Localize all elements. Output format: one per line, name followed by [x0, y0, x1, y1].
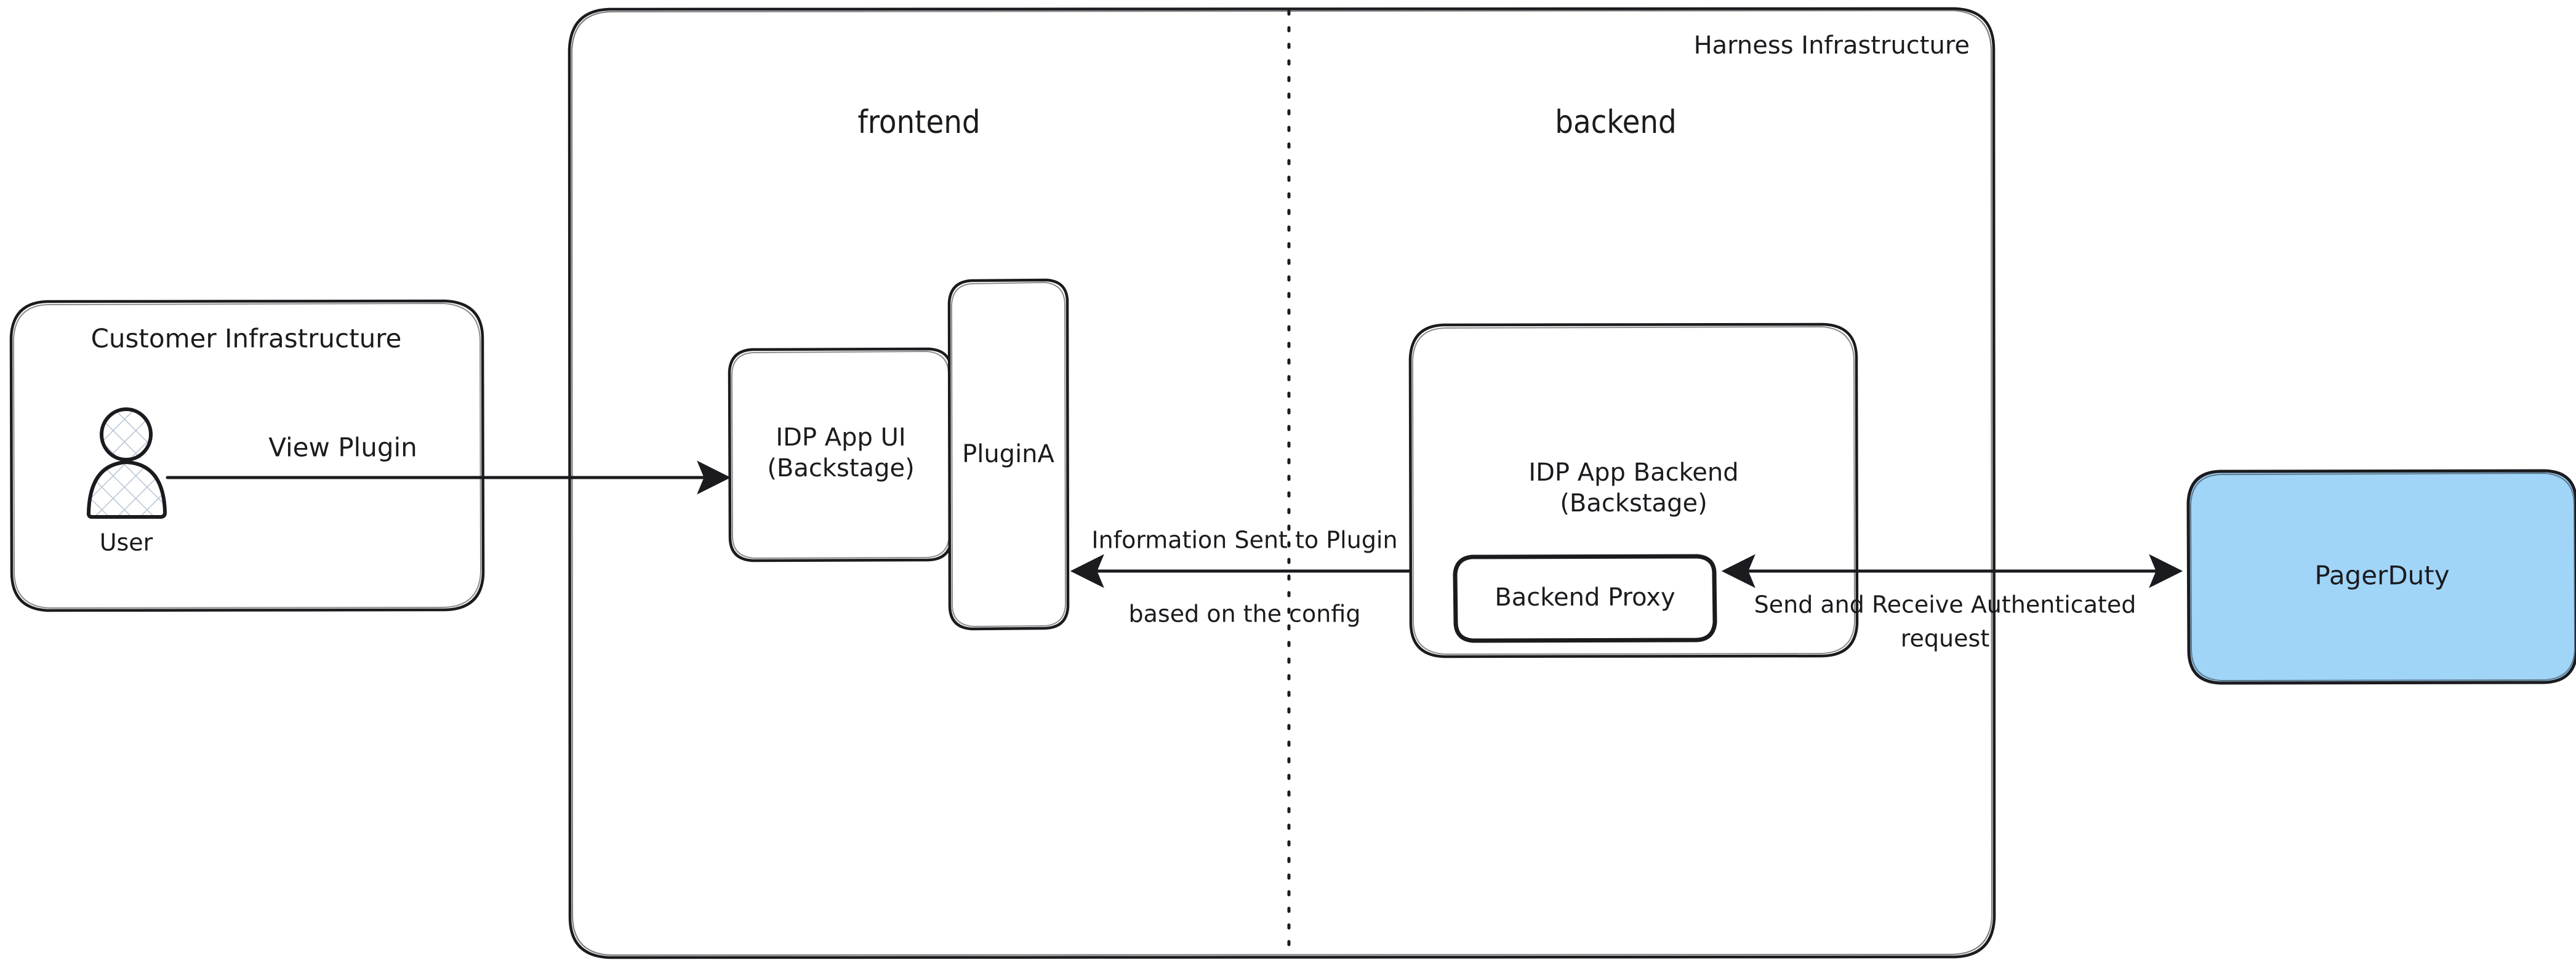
- user-body-icon: [86, 460, 167, 519]
- customer-infrastructure-frame: Customer Infrastructure: [9, 299, 485, 612]
- node-plugin-a[interactable]: PluginA: [947, 278, 1070, 631]
- edge-authenticated-request: Send and Receive Authenticated request: [1721, 554, 2183, 652]
- pagerduty-box-outline: [2189, 472, 2576, 682]
- information-to-plugin-line1: Information Sent to Plugin: [1091, 527, 1397, 554]
- harness-infrastructure-frame: Harness Infrastructure: [568, 7, 1996, 959]
- idp-app-backend-line2: (Backstage): [1560, 489, 1707, 518]
- node-pagerduty[interactable]: PagerDuty: [2186, 469, 2576, 685]
- backend-proxy-label: Backend Proxy: [1495, 583, 1675, 612]
- zone-label-backend: backend: [1555, 104, 1677, 141]
- authenticated-request-line2: request: [1901, 625, 1989, 652]
- pagerduty-box[interactable]: [2186, 469, 2576, 685]
- user-head-icon: [100, 407, 153, 462]
- information-to-plugin-line2: based on the config: [1129, 601, 1361, 628]
- node-idp-app-ui[interactable]: IDP App UI (Backstage): [728, 347, 953, 562]
- edge-information-to-plugin: Information Sent to Plugin based on the …: [1070, 527, 1413, 628]
- pagerduty-label: PagerDuty: [2314, 561, 2449, 591]
- authenticated-request-line1: Send and Receive Authenticated: [1754, 591, 2137, 618]
- idp-app-ui-line2: (Backstage): [767, 454, 914, 482]
- customer-frame-title: Customer Infrastructure: [91, 324, 402, 354]
- node-backend-proxy[interactable]: Backend Proxy: [1453, 554, 1717, 643]
- edge-view-plugin: View Plugin: [166, 433, 731, 495]
- idp-app-ui-line1: IDP App UI: [776, 423, 905, 452]
- plugin-a-label: PluginA: [962, 440, 1054, 468]
- zone-label-frontend: frontend: [857, 104, 980, 141]
- view-plugin-label: View Plugin: [268, 433, 417, 463]
- harness-frame-title: Harness Infrastructure: [1694, 31, 1970, 60]
- user-label: User: [100, 529, 153, 556]
- user-actor: User: [86, 407, 167, 556]
- idp-app-backend-line1: IDP App Backend: [1528, 458, 1738, 487]
